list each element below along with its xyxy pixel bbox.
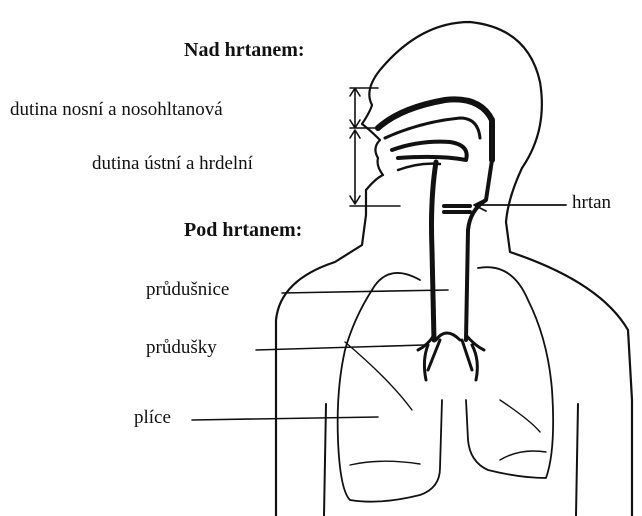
bronchi-branches: [418, 333, 484, 380]
larynx-band: [444, 206, 470, 212]
right-lung: [466, 267, 553, 478]
left-arm-line: [324, 404, 326, 516]
label-trachea: průdušnice: [146, 280, 229, 299]
label-nasal-cavity: dutina nosní a nosohltanová: [10, 100, 223, 119]
right-lung-fissure: [500, 400, 546, 460]
label-larynx: hrtan: [572, 193, 611, 212]
pointer-lungs: [192, 417, 378, 420]
left-lung-fissure: [345, 342, 420, 465]
body-outline: [276, 22, 632, 516]
airway-right-wall: [466, 160, 492, 340]
label-lungs: plíce: [134, 408, 171, 427]
airway-left-wall: [432, 162, 437, 340]
heading-above-larynx: Nad hrtanem:: [184, 40, 305, 60]
heading-below-larynx: Pod hrtanem:: [184, 220, 302, 240]
pointer-bronchi: [256, 345, 424, 350]
right-arm-line: [576, 404, 578, 516]
oral-cavity-shape: [392, 142, 467, 160]
pointer-trachea: [282, 290, 448, 293]
left-lung: [338, 273, 442, 502]
label-bronchi: průdušky: [146, 338, 217, 357]
nasal-cavity-inner: [385, 118, 480, 138]
label-oral-cavity: dutina ústní a hrdelní: [92, 154, 253, 173]
